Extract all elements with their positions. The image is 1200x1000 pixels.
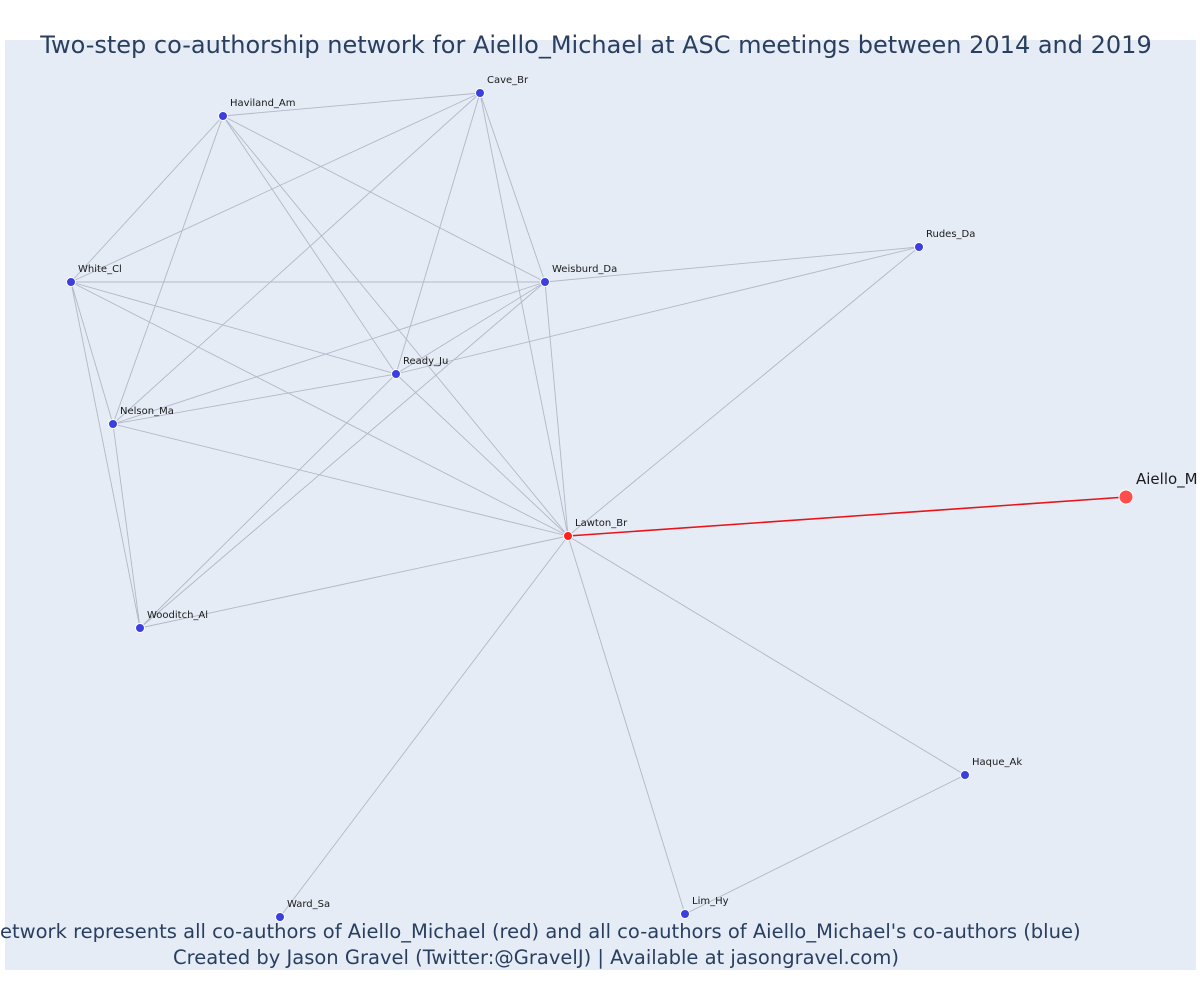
node-label-Haque_Ak: Haque_Ak — [972, 757, 1022, 768]
edges-layer — [70, 92, 1127, 918]
edge-Haviland_Am-Ready_Ju — [222, 115, 397, 375]
node-Cave_Br[interactable] — [475, 88, 485, 98]
node-Lawton_Br[interactable] — [563, 531, 573, 541]
edge-Cave_Br-Lawton_Br — [479, 92, 569, 537]
edge-Rudes_Da-Lawton_Br — [567, 246, 920, 537]
node-label-Wooditch_Al: Wooditch_Al — [147, 610, 208, 621]
node-Ward_Sa[interactable] — [275, 912, 285, 922]
edge-Lawton_Br-Lim_Hy — [567, 535, 686, 915]
edge-Haviland_Am-Weisburd_Da — [222, 115, 546, 283]
edge-Ready_Ju-Lawton_Br — [395, 373, 569, 537]
node-label-Ward_Sa: Ward_Sa — [287, 899, 330, 910]
node-Haque_Ak[interactable] — [960, 770, 970, 780]
edge-Cave_Br-White_Cl — [70, 92, 481, 283]
edge-Nelson_Ma-Lawton_Br — [112, 423, 569, 537]
edge-Nelson_Ma-Wooditch_Al — [112, 423, 141, 629]
node-label-Nelson_Ma: Nelson_Ma — [120, 406, 174, 417]
node-label-Rudes_Da: Rudes_Da — [926, 229, 975, 240]
node-Ready_Ju[interactable] — [391, 369, 401, 379]
node-label-Weisburd_Da: Weisburd_Da — [552, 264, 617, 275]
caption-line-1: Network represents all co-authors of Aie… — [0, 920, 1081, 943]
node-label-Haviland_Am: Haviland_Am — [230, 98, 296, 109]
edge-Haviland_Am-White_Cl — [70, 115, 224, 283]
edge-Weisburd_Da-Rudes_Da — [544, 246, 920, 283]
edge-Lawton_Br-Ward_Sa — [279, 535, 569, 918]
edge-Haviland_Am-Nelson_Ma — [112, 115, 224, 425]
edge-Cave_Br-Weisburd_Da — [479, 92, 546, 283]
edge-Ready_Ju-Rudes_Da — [395, 246, 920, 375]
nodes-layer — [66, 88, 1134, 922]
node-Nelson_Ma[interactable] — [108, 419, 118, 429]
edge-Lawton_Br-Haque_Ak — [567, 535, 966, 776]
edge-Cave_Br-Ready_Ju — [395, 92, 481, 375]
node-label-Lim_Hy: Lim_Hy — [692, 896, 729, 907]
figure-title: Two-step co-authorship network for Aiell… — [39, 31, 1151, 59]
edge-Aiello_M-Lawton_Br — [567, 496, 1127, 537]
edge-Cave_Br-Nelson_Ma — [112, 92, 481, 425]
edge-Weisburd_Da-Wooditch_Al — [139, 281, 546, 629]
node-Haviland_Am[interactable] — [218, 111, 228, 121]
edge-Weisburd_Da-Ready_Ju — [395, 281, 546, 375]
node-Weisburd_Da[interactable] — [540, 277, 550, 287]
edge-Haque_Ak-Lim_Hy — [684, 774, 966, 915]
node-label-White_Cl: White_Cl — [78, 264, 122, 275]
node-Aiello_M[interactable] — [1118, 489, 1134, 505]
node-Rudes_Da[interactable] — [914, 242, 924, 252]
edge-Ready_Ju-Wooditch_Al — [139, 373, 397, 629]
edge-Ready_Ju-Nelson_Ma — [112, 373, 397, 425]
node-Wooditch_Al[interactable] — [135, 623, 145, 633]
edge-Weisburd_Da-Nelson_Ma — [112, 281, 546, 425]
edge-White_Cl-Wooditch_Al — [70, 281, 141, 629]
node-label-Lawton_Br: Lawton_Br — [575, 518, 628, 529]
edge-Wooditch_Al-Lawton_Br — [139, 535, 569, 629]
edge-Cave_Br-Haviland_Am — [222, 92, 481, 117]
node-Lim_Hy[interactable] — [680, 909, 690, 919]
edge-White_Cl-Nelson_Ma — [70, 281, 114, 425]
node-label-Ready_Ju: Ready_Ju — [403, 356, 448, 367]
edge-White_Cl-Ready_Ju — [70, 281, 397, 375]
edge-Weisburd_Da-Lawton_Br — [544, 281, 569, 537]
caption-line-2: Created by Jason Gravel (Twitter:@Gravel… — [173, 946, 899, 969]
node-White_Cl[interactable] — [66, 277, 76, 287]
node-label-Aiello_M: Aiello_M — [1136, 470, 1198, 489]
edge-White_Cl-Lawton_Br — [70, 281, 569, 537]
plot-background — [5, 40, 1196, 970]
node-label-Cave_Br: Cave_Br — [487, 75, 529, 86]
labels-layer: Aiello_M Lawton_Br Cave_BrHaviland_AmRudes… — [78, 75, 1198, 910]
edge-Haviland_Am-Lawton_Br — [222, 115, 569, 537]
